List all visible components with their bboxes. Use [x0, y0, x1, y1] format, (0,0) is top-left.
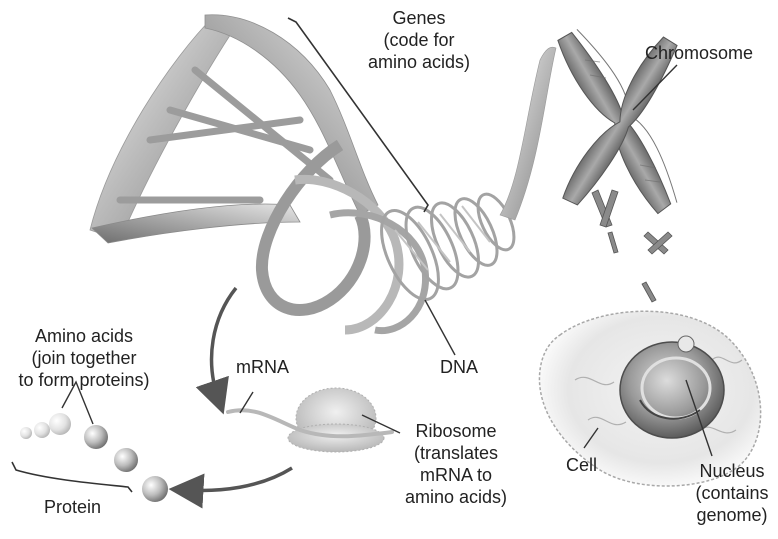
label-protein: Protein: [44, 496, 101, 518]
label-mrna: mRNA: [236, 356, 289, 378]
label-ribosome-line4: amino acids): [402, 486, 510, 508]
label-nucleus: Nucleus (contains genome): [686, 460, 778, 526]
ribosome-icon: [288, 388, 384, 452]
label-nucleus-line2: (contains: [686, 482, 778, 504]
arrow-left-icon: [186, 468, 292, 490]
label-genes: Genes (code for amino acids): [353, 7, 485, 73]
label-genes-line2: (code for: [353, 29, 485, 51]
label-ribosome: Ribosome (translates mRNA to amino acids…: [402, 420, 510, 508]
label-genes-line3: amino acids): [353, 51, 485, 73]
label-ribosome-line2: (translates: [402, 442, 510, 464]
label-nucleus-line1: Nucleus: [686, 460, 778, 482]
label-ribosome-line1: Ribosome: [402, 420, 510, 442]
label-nucleus-line3: genome): [686, 504, 778, 526]
label-amino-acids: Amino acids (join together to form prote…: [0, 325, 168, 391]
amino-acid-beads: [20, 413, 168, 502]
label-chromosome-line1: Chromosome: [645, 42, 753, 64]
label-genes-line1: Genes: [353, 7, 485, 29]
dna-helix-icon: [90, 15, 556, 331]
label-amino-acids-line1: Amino acids: [0, 325, 168, 347]
label-cell: Cell: [566, 454, 597, 476]
label-dna: DNA: [440, 356, 478, 378]
label-ribosome-line3: mRNA to: [402, 464, 510, 486]
label-cell-line1: Cell: [566, 454, 597, 476]
label-amino-acids-line3: to form proteins): [0, 369, 168, 391]
label-mrna-line1: mRNA: [236, 356, 289, 378]
label-amino-acids-line2: (join together: [0, 347, 168, 369]
label-dna-line1: DNA: [440, 356, 478, 378]
protein-bracket: [12, 462, 132, 492]
arrow-down-icon: [212, 288, 236, 398]
label-chromosome: Chromosome: [645, 42, 753, 64]
label-protein-line1: Protein: [44, 496, 101, 518]
